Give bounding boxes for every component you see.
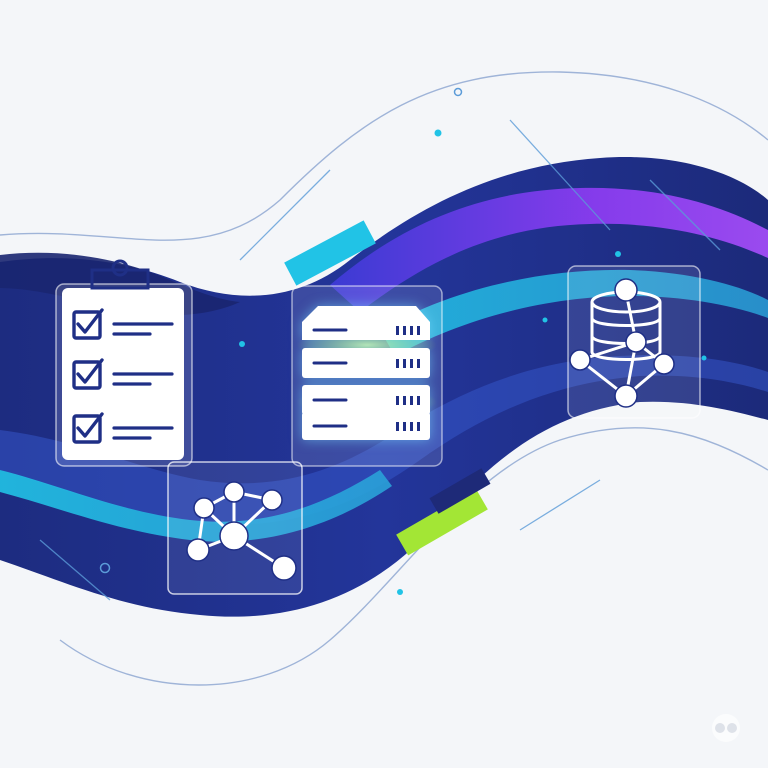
checklist-panel (55, 259, 193, 467)
checklist-clipboard-icon (62, 259, 184, 460)
watermark-logo-icon (712, 714, 740, 742)
cyan-accent-bar (284, 220, 376, 286)
diagonal-tech-lines (39, 119, 721, 601)
accent-dots (239, 129, 707, 595)
database-network-icon (569, 278, 675, 408)
inner-light-swoosh (0, 355, 768, 525)
navy-accent-bar (429, 468, 491, 514)
hollow-dots (99, 87, 463, 574)
purple-wave-stripe (330, 187, 768, 312)
server-rack-icon (302, 306, 430, 440)
cyan-wave-stripe-lower (0, 470, 392, 542)
database-panel (567, 265, 701, 419)
cyan-wave-stripe-upper (380, 269, 768, 356)
server-panel (291, 285, 443, 467)
network-panel (167, 461, 303, 595)
lime-accent-bar (396, 488, 488, 556)
network-nodes-icon (186, 481, 297, 581)
